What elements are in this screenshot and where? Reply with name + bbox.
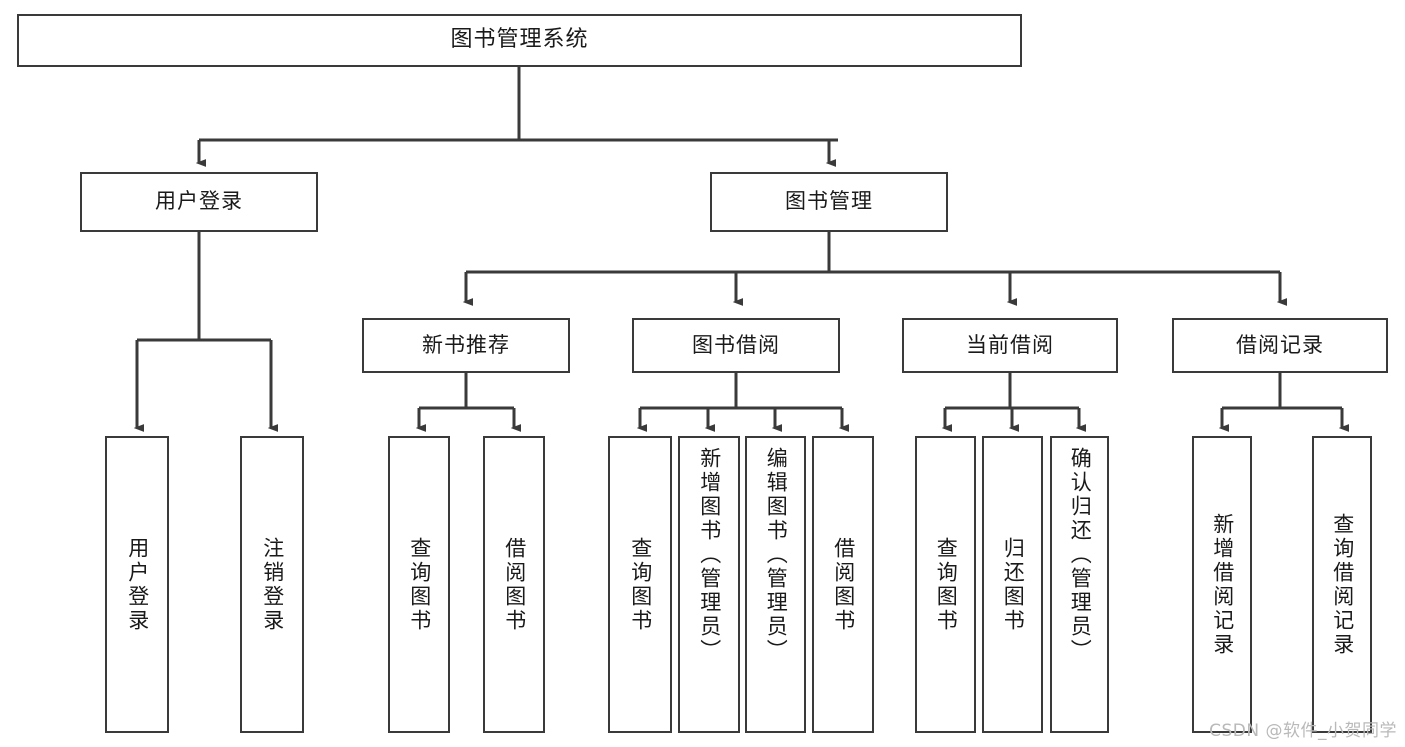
node-leaf-query-book-c-label: 查询图书 (934, 536, 959, 633)
node-leaf-confirm-return-label: 确认归还（管理员） (1068, 447, 1093, 663)
node-book-borrow[interactable]: 图书借阅 (632, 318, 840, 373)
node-leaf-add-record[interactable]: 新增借阅记录 (1192, 436, 1252, 733)
node-leaf-query-record-label: 查询借阅记录 (1330, 512, 1355, 657)
node-leaf-add-record-label: 新增借阅记录 (1210, 512, 1235, 657)
node-leaf-user-login-label: 用户登录 (125, 536, 150, 633)
node-leaf-user-login[interactable]: 用户登录 (105, 436, 169, 733)
node-leaf-confirm-return[interactable]: 确认归还（管理员） (1050, 436, 1109, 733)
node-user-login[interactable]: 用户登录 (80, 172, 318, 232)
node-leaf-return-book-label: 归还图书 (1001, 536, 1026, 633)
node-leaf-query-book-a-label: 查询图书 (407, 536, 432, 633)
node-leaf-borrow-book-b-label: 借阅图书 (831, 536, 856, 633)
node-leaf-logout-label: 注销登录 (260, 536, 285, 633)
node-leaf-return-book[interactable]: 归还图书 (982, 436, 1043, 733)
node-leaf-query-record[interactable]: 查询借阅记录 (1312, 436, 1372, 733)
node-leaf-logout[interactable]: 注销登录 (240, 436, 304, 733)
node-book-manage[interactable]: 图书管理 (710, 172, 948, 232)
node-borrow-record-label: 借阅记录 (1236, 332, 1324, 357)
node-borrow-record[interactable]: 借阅记录 (1172, 318, 1388, 373)
node-leaf-query-book-c[interactable]: 查询图书 (915, 436, 976, 733)
node-current-borrow[interactable]: 当前借阅 (902, 318, 1118, 373)
node-leaf-query-book-b[interactable]: 查询图书 (608, 436, 672, 733)
node-leaf-borrow-book-a-label: 借阅图书 (502, 536, 527, 633)
node-leaf-add-book[interactable]: 新增图书（管理员） (678, 436, 740, 733)
node-leaf-query-book-b-label: 查询图书 (628, 536, 653, 633)
node-book-borrow-label: 图书借阅 (692, 332, 780, 357)
node-current-borrow-label: 当前借阅 (966, 332, 1054, 357)
node-leaf-borrow-book-b[interactable]: 借阅图书 (812, 436, 874, 733)
node-leaf-add-book-label: 新增图书（管理员） (697, 447, 722, 663)
node-leaf-edit-book[interactable]: 编辑图书（管理员） (745, 436, 806, 733)
node-root[interactable]: 图书管理系统 (17, 14, 1022, 67)
node-new-book-rec-label: 新书推荐 (422, 332, 510, 357)
node-user-login-label: 用户登录 (155, 189, 243, 214)
node-leaf-query-book-a[interactable]: 查询图书 (388, 436, 450, 733)
node-leaf-borrow-book-a[interactable]: 借阅图书 (483, 436, 545, 733)
node-root-label: 图书管理系统 (450, 27, 589, 53)
watermark-text: CSDN @软件_小贺同学 (1209, 721, 1397, 741)
node-new-book-rec[interactable]: 新书推荐 (362, 318, 570, 373)
node-leaf-edit-book-label: 编辑图书（管理员） (764, 447, 789, 663)
node-book-manage-label: 图书管理 (785, 189, 873, 214)
